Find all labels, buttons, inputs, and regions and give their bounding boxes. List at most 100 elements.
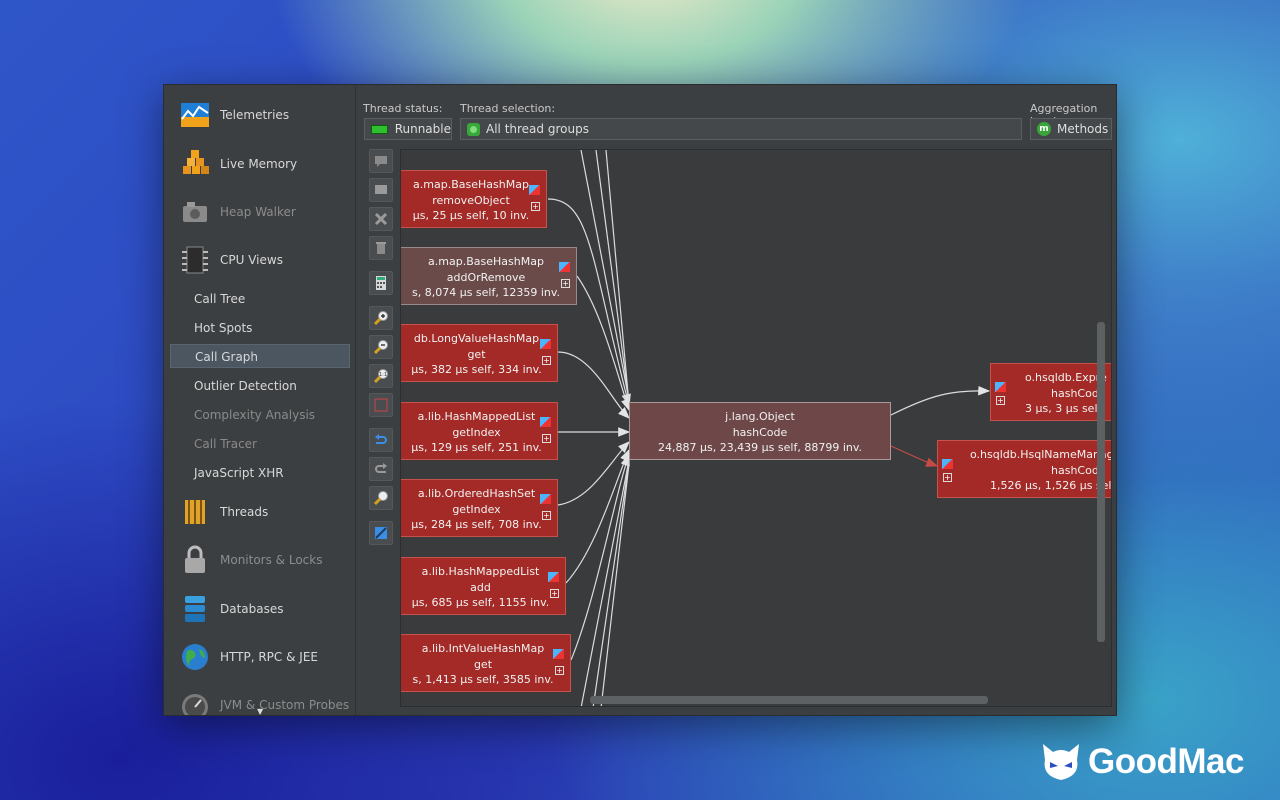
node-expand-icon[interactable]: + [561, 279, 570, 288]
graph-node[interactable]: o.hsqldb.HsqlNameManag hashCode 1,526 μs… [937, 440, 1112, 498]
thread-selection-value: All thread groups [486, 122, 589, 136]
redo-button[interactable] [369, 457, 393, 481]
comment-filled-icon [375, 185, 387, 194]
node-expand-icon[interactable]: + [550, 589, 559, 598]
sidebar-scroll-down-icon[interactable]: ▼ [257, 707, 264, 716]
live-memory-icon [183, 150, 209, 174]
goodmac-watermark: GoodMac [1040, 742, 1244, 782]
graph-node[interactable]: a.lib.OrderedHashSet getIndex μs, 284 μs… [401, 479, 558, 537]
remove-all-button[interactable] [369, 236, 393, 260]
node-class-label: o.hsqldb.HsqlNameManag [970, 448, 1112, 461]
sidebar-section-monitors-locks[interactable]: Monitors & Locks [164, 540, 356, 580]
expand-graph-button[interactable] [369, 521, 393, 545]
sidebar-item-call-tree[interactable]: Call Tree [194, 292, 246, 306]
node-method-label: addOrRemove [446, 270, 526, 284]
node-expand-icon[interactable]: + [996, 396, 1005, 405]
profiler-window: Telemetries Live Memory Heap Walker [163, 84, 1117, 716]
graph-vertical-scrollbar[interactable] [1097, 322, 1105, 642]
edit-comment-button[interactable] [369, 178, 393, 202]
node-navigate-icon[interactable] [553, 649, 564, 659]
node-stats-label: μs, 382 μs self, 334 inv. [411, 363, 542, 376]
graph-node[interactable]: a.map.BaseHashMap removeObject μs, 25 μs… [401, 170, 547, 228]
node-navigate-icon[interactable] [559, 262, 570, 272]
node-stats-label: μs, 129 μs self, 251 inv. [411, 441, 542, 454]
sidebar-section-jvm-probes[interactable]: JVM & Custom Probes [164, 685, 356, 715]
node-expand-icon[interactable]: + [531, 202, 540, 211]
graph-horizontal-scrollbar[interactable] [590, 696, 988, 704]
sidebar-section-label: CPU Views [220, 253, 283, 267]
node-class-label: a.map.BaseHashMap [428, 255, 544, 268]
sidebar-item-outlier-detection[interactable]: Outlier Detection [194, 379, 297, 393]
node-navigate-icon[interactable] [995, 382, 1006, 392]
add-comment-button[interactable] [369, 149, 393, 173]
sidebar-section-cpu-views[interactable]: CPU Views [164, 240, 356, 280]
sidebar-section-heap-walker[interactable]: Heap Walker [164, 192, 356, 232]
sidebar-section-telemetries[interactable]: Telemetries [164, 95, 356, 135]
graph-node[interactable]: db.LongValueHashMap get μs, 382 μs self,… [401, 324, 558, 382]
graph-node[interactable]: a.map.BaseHashMap addOrRemove s, 8,074 μ… [401, 247, 577, 305]
node-expand-icon[interactable]: + [542, 511, 551, 520]
thread-selection-combo[interactable]: All thread groups [460, 118, 1022, 140]
graph-node[interactable]: a.lib.HashMappedList getIndex μs, 129 μs… [401, 402, 558, 460]
node-stats-label: 1,526 μs, 1,526 μs sel [990, 479, 1112, 492]
sidebar-section-http-rpc-jee[interactable]: HTTP, RPC & JEE [164, 637, 356, 677]
graph-node-focus[interactable]: j.lang.Object hashCode 24,887 μs, 23,439… [629, 402, 891, 460]
graph-node[interactable]: a.lib.HashMappedList add μs, 685 μs self… [401, 557, 566, 615]
zoom-out-button[interactable] [369, 335, 393, 359]
node-stats-label: μs, 284 μs self, 708 inv. [411, 518, 542, 531]
sidebar-section-threads[interactable]: Threads [164, 492, 356, 532]
sidebar-section-label: JVM & Custom Probes [220, 698, 350, 712]
node-expand-icon[interactable]: + [542, 356, 551, 365]
thread-status-label: Thread status: [363, 102, 443, 115]
node-expand-icon[interactable]: + [943, 473, 952, 482]
zoom-reset-icon: 1:1 [373, 369, 388, 384]
call-graph-canvas[interactable]: a.map.BaseHashMap removeObject μs, 25 μs… [400, 149, 1112, 707]
node-class-label: j.lang.Object [725, 410, 795, 423]
node-navigate-icon[interactable] [942, 459, 953, 469]
comment-icon [375, 156, 387, 167]
node-class-label: a.lib.HashMappedList [417, 410, 536, 423]
undo-icon [375, 434, 387, 444]
remove-node-button[interactable] [369, 207, 393, 231]
node-navigate-icon[interactable] [548, 572, 559, 582]
graph-node[interactable]: a.lib.IntValueHashMap get s, 1,413 μs se… [401, 634, 571, 692]
watermark-text: GoodMac [1088, 742, 1244, 781]
node-stats-label: s, 1,413 μs self, 3585 inv. [412, 673, 554, 686]
undo-button[interactable] [369, 428, 393, 452]
thread-status-combo[interactable]: Runnable [364, 118, 452, 140]
sidebar-item-call-graph[interactable]: Call Graph [170, 344, 350, 368]
node-method-label: hashCode [732, 425, 788, 439]
aggregation-level-combo[interactable]: m Methods [1030, 118, 1112, 140]
zoom-reset-button[interactable]: 1:1 [369, 364, 393, 388]
sidebar-item-complexity-analysis[interactable]: Complexity Analysis [194, 408, 316, 422]
node-class-label: o.hsqldb.Expre [1025, 371, 1107, 384]
node-navigate-icon[interactable] [540, 494, 551, 504]
gauge-icon [182, 694, 208, 715]
sidebar-item-hot-spots[interactable]: Hot Spots [194, 321, 253, 335]
svg-text:1:1: 1:1 [379, 372, 387, 378]
sidebar-section-label: Threads [220, 505, 269, 519]
goodmac-logo-icon [1043, 744, 1079, 780]
sidebar-section-label: HTTP, RPC & JEE [220, 650, 318, 664]
zoom-out-icon [373, 340, 388, 355]
sidebar-item-call-tracer[interactable]: Call Tracer [194, 437, 257, 451]
sidebar-section-live-memory[interactable]: Live Memory [164, 144, 356, 184]
find-button[interactable] [369, 486, 393, 510]
sidebar-item-javascript-xhr[interactable]: JavaScript XHR [194, 466, 284, 480]
node-navigate-icon[interactable] [540, 339, 551, 349]
node-method-label: get [473, 657, 493, 671]
sidebar-section-databases[interactable]: Databases [164, 589, 356, 629]
zoom-in-button[interactable] [369, 306, 393, 330]
node-expand-icon[interactable]: + [542, 434, 551, 443]
fit-content-button[interactable] [369, 393, 393, 417]
call-graph-panel: Thread status: Runnable Thread selection… [357, 85, 1116, 715]
node-class-label: a.lib.OrderedHashSet [417, 487, 536, 500]
node-navigate-icon[interactable] [529, 185, 540, 195]
sidebar-section-label: Live Memory [220, 157, 298, 171]
node-navigate-icon[interactable] [540, 417, 551, 427]
node-method-label: get [467, 347, 486, 361]
graph-node[interactable]: o.hsqldb.Expre hashCode 3 μs, 3 μs self,… [990, 363, 1111, 421]
database-icon [185, 596, 205, 622]
calculate-button[interactable] [369, 271, 393, 295]
node-expand-icon[interactable]: + [555, 666, 564, 675]
